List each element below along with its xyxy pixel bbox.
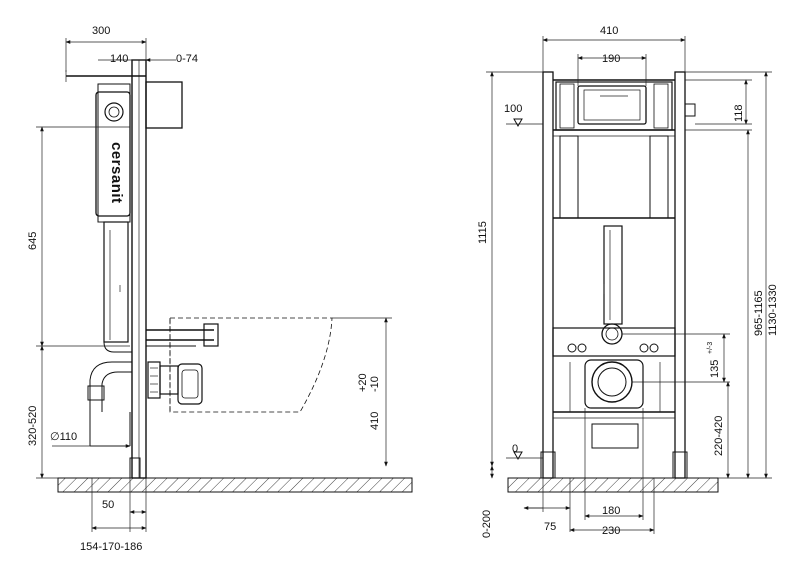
floor-right <box>507 477 719 493</box>
flush-pipe-front <box>603 225 623 325</box>
dim-140-label: 140 <box>110 53 128 65</box>
dim-75: 75 <box>523 478 571 533</box>
dim-118-label: 118 <box>733 104 745 122</box>
dim-154-label: 154-170-186 <box>80 541 142 553</box>
dim-645: 645 <box>27 126 130 347</box>
dim-190-label: 190 <box>602 53 620 65</box>
mounting-bar-front <box>552 323 676 357</box>
dim-220-420-label: 220-420 <box>713 416 725 456</box>
wall-bracket-side <box>65 70 183 129</box>
dim-1115-label: 1115 <box>477 221 489 244</box>
dim-965-1165: 965-1165 <box>685 129 765 479</box>
dim-0-74-label: 0-74 <box>176 53 198 65</box>
dim-320-520: 320-520 <box>27 345 58 479</box>
cistern-side: cersanit <box>95 83 131 223</box>
dim-410-front: 410 <box>542 25 686 72</box>
dim-190: 190 <box>577 53 647 86</box>
dim-320-520-label: 320-520 <box>27 406 39 446</box>
dim-180-label: 180 <box>602 505 620 517</box>
front-view: 410 190 100 118 1115 <box>477 25 779 538</box>
dim-410-side-label: 410 <box>369 412 381 430</box>
dim-965-1165-label: 965-1165 <box>753 290 765 336</box>
level-100-label: 100 <box>504 103 522 115</box>
dim-118: 118 <box>685 79 752 125</box>
side-view: cersanit <box>27 25 413 553</box>
dim-300-label: 300 <box>92 25 110 37</box>
dim-220-420: 220-420 <box>713 381 730 479</box>
dim-1115: 1115 <box>477 71 543 467</box>
dim-50: 50 <box>91 478 147 532</box>
flush-pipe-side <box>103 221 219 353</box>
dim-300: 300 <box>65 25 147 72</box>
level-0-label: 0 <box>512 443 518 455</box>
frame-post-side <box>129 59 147 479</box>
dim-410-side: +20 -10 410 <box>332 317 392 467</box>
drain-outlet-front <box>569 359 661 449</box>
dim-230: 230 <box>569 478 655 537</box>
dim-180: 180 <box>584 408 644 520</box>
level-100: 100 <box>504 103 543 128</box>
dim-1130-1330-label: 1130-1330 <box>767 284 779 336</box>
level-0: 0 <box>506 443 543 461</box>
dim-135-label: 135 <box>709 360 721 378</box>
dim-plus20-label: +20 <box>357 373 369 392</box>
dim-1130-1330: 1130-1330 <box>685 71 779 479</box>
cistern-front <box>555 81 696 131</box>
dim-diameter-110-label: ∅110 <box>50 431 77 443</box>
floor-left <box>57 477 413 493</box>
dim-135-tolerance: +/-3 <box>707 342 714 354</box>
dim-410-front-label: 410 <box>600 25 618 37</box>
dim-140: 140 0-74 <box>98 53 198 65</box>
dim-50-label: 50 <box>102 499 114 511</box>
dim-75-label: 75 <box>544 521 556 533</box>
dim-230-label: 230 <box>602 525 620 537</box>
drain-elbow-side <box>87 361 203 447</box>
dim-645-label: 645 <box>27 232 39 250</box>
frame-front <box>540 71 688 479</box>
dim-0-200: 0-200 <box>481 465 494 538</box>
dim-135: 135 +/-3 <box>622 333 730 383</box>
wc-bowl-outline <box>169 317 333 413</box>
dim-diameter-110: ∅110 <box>50 431 131 448</box>
dim-154-170-186: 154-170-186 <box>80 526 147 553</box>
brand-logo-text: cersanit <box>108 142 125 204</box>
dim-minus10-label: -10 <box>369 376 381 392</box>
dim-0-200-label: 0-200 <box>481 510 493 538</box>
